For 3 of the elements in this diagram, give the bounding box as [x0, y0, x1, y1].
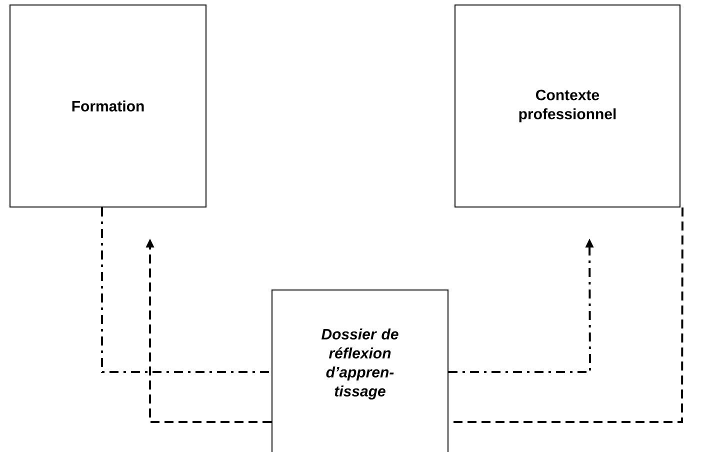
note-box: Dossier de réflexion d’appren- tissage	[272, 290, 448, 452]
process-box: Contexte professionnel	[454, 4, 680, 208]
process-box: Formation	[10, 4, 206, 208]
